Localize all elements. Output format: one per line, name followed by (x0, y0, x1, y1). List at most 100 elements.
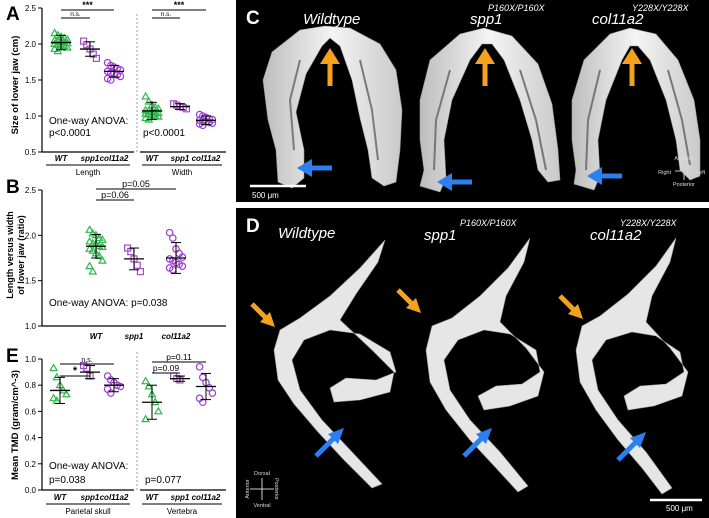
data-point (88, 228, 98, 237)
blue-arrow (462, 428, 492, 458)
label-wildtype: Wildtype (303, 11, 360, 28)
data-point (94, 233, 104, 242)
p-value: p<0.0001 (143, 128, 185, 139)
y-tick-label: 0.0 (25, 486, 37, 495)
anova-label: One-way ANOVA: p=0.038 (49, 298, 168, 309)
data-point (88, 266, 98, 275)
y-tick-label: 1.5 (25, 76, 37, 85)
data-point (199, 398, 207, 407)
y-tick-label: 2.5 (25, 4, 37, 13)
group-label: Parietal skull (65, 507, 111, 516)
x-tick-label: spp1 (81, 154, 100, 163)
panel-d-background (236, 208, 709, 518)
y-axis-label: Size of lower jaw (cm) (10, 36, 21, 135)
data-point (178, 262, 187, 270)
orange-arrow (622, 48, 642, 86)
y-tick-label: 0.4 (25, 434, 37, 443)
data-point (85, 244, 95, 252)
y-axis-label: Length versus width (5, 211, 15, 299)
superscript-spp1: P160X/P160X (460, 218, 518, 228)
scale-label: 500 μm (252, 191, 279, 200)
data-point (52, 372, 62, 381)
orange-arrow (396, 288, 421, 313)
svg-text:Posterior: Posterior (673, 182, 695, 188)
data-point (144, 96, 154, 105)
group-label: Vertebra (167, 507, 198, 516)
data-point (50, 44, 60, 53)
orange-arrow (475, 48, 495, 86)
svg-text:Right: Right (658, 170, 671, 176)
label-spp1: spp1 (424, 227, 457, 244)
y-tick-label: 0.6 (25, 407, 37, 416)
svg-text:Anterior: Anterior (674, 156, 693, 162)
blue-arrow (314, 428, 344, 458)
x-tick-label: WT (54, 493, 68, 502)
significance-label: p=0.06 (101, 190, 129, 200)
x-tick-label: WT (146, 493, 160, 502)
y-tick-label: 0.2 (25, 460, 37, 469)
data-point (107, 389, 115, 397)
x-tick-label: col11a2 (192, 493, 221, 502)
jaw-spp1 (419, 27, 561, 193)
data-point (208, 389, 217, 397)
y-tick-label: 1.0 (25, 355, 37, 364)
scale-label: 500 μm (666, 504, 693, 513)
p-value: p=0.038 (49, 475, 86, 486)
x-tick-label: WT (90, 332, 104, 341)
y-tick-label: 1.0 (25, 112, 37, 121)
data-point (116, 72, 125, 81)
x-tick-label: spp1 (125, 332, 144, 341)
label-wildtype: Wildtype (278, 225, 335, 242)
data-point (97, 235, 107, 243)
significance-label: n.s. (81, 357, 92, 364)
data-point (53, 46, 63, 55)
label-col11a2: col11a2 (592, 11, 644, 28)
superscript-col11a2: Y228X/Y228X (632, 3, 690, 13)
y-tick-label: 0.8 (25, 381, 37, 390)
svg-text:Ventral: Ventral (253, 503, 270, 509)
data-point (199, 121, 207, 130)
significance-label: n.s. (70, 11, 81, 18)
group-label: Length (76, 168, 100, 177)
group-label: Width (172, 168, 192, 177)
x-tick-label: WT (55, 154, 69, 163)
y-tick-label: 2.5 (25, 186, 37, 195)
data-point (85, 236, 95, 245)
x-tick-label: col11a2 (192, 154, 221, 163)
data-point (165, 228, 174, 237)
data-point (61, 389, 71, 398)
anova-label: One-way ANOVA: (49, 116, 128, 127)
svg-text:Anterior: Anterior (245, 479, 251, 498)
data-point (62, 42, 72, 51)
data-point (144, 381, 154, 390)
compass: Anterior Posterior Right Left (658, 156, 705, 188)
panel-d: D Wildtype spp1 P160X/P160X col11a2 Y228… (236, 208, 709, 518)
data-point (153, 108, 163, 117)
data-point (141, 414, 151, 423)
significance-label: *** (82, 0, 93, 10)
data-point (141, 91, 151, 100)
data-point (153, 406, 163, 415)
y-tick-label: 2.0 (25, 40, 37, 49)
data-point (116, 382, 125, 391)
label-spp1: spp1 (470, 11, 503, 28)
y-tick-label: 2.0 (25, 231, 37, 240)
significance-label: n.s. (161, 11, 172, 18)
p-value: p=0.077 (145, 475, 182, 486)
y-axis-label: of lower jaw (ratio) (16, 215, 26, 295)
orange-arrow (320, 48, 340, 86)
panel-b-letter: B (6, 177, 20, 198)
blue-arrow (587, 167, 622, 185)
significance-label: p=0.05 (122, 179, 150, 189)
x-tick-label: spp1 (171, 154, 190, 163)
y-tick-label: 1.0 (25, 322, 37, 331)
data-point (182, 105, 190, 113)
data-point (85, 261, 95, 270)
compass: Dorsal Ventral Anterior Posterior (245, 471, 279, 509)
panel-c: C Wildtype spp1 P160X/P160X col11a2 Y228… (236, 0, 709, 202)
data-point (133, 261, 141, 269)
